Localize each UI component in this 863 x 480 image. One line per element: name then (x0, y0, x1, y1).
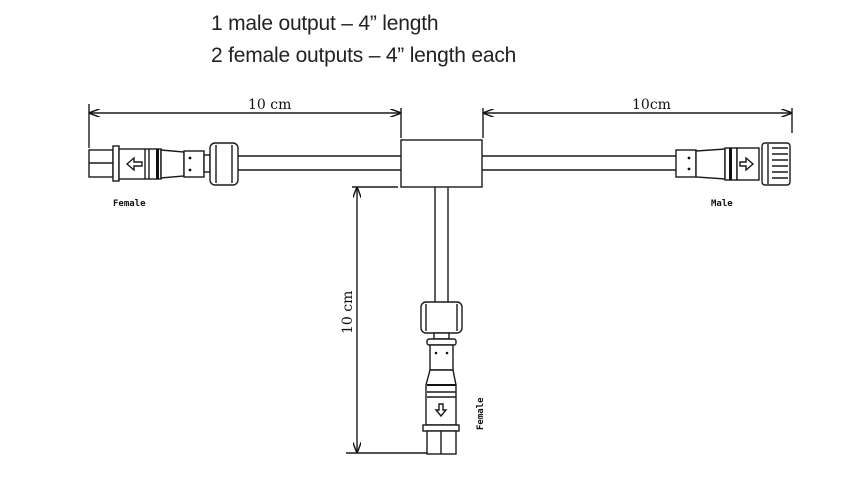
dimension-right-label: 10cm (632, 97, 671, 113)
arrow-right-icon (739, 156, 755, 172)
dimension-bottom: 10 cm (340, 186, 428, 454)
dimension-left-label: 10 cm (248, 97, 291, 113)
bottom-female-connector (420, 301, 463, 455)
cables (238, 155, 676, 302)
arrow-left-icon (125, 156, 143, 172)
dimension-left: 10 cm (88, 97, 402, 148)
junction-box (400, 139, 483, 188)
left-female-connector (88, 142, 239, 186)
bottom-connector-label: Female (476, 397, 486, 430)
left-connector-label: Female (113, 199, 146, 209)
dimension-right: 10cm (482, 97, 793, 138)
arrow-down-icon (434, 403, 448, 418)
dimension-bottom-label: 10 cm (340, 291, 356, 334)
right-connector-label: Male (711, 199, 733, 209)
caption-line-2: 2 female outputs – 4” length each (211, 44, 517, 67)
right-male-connector (675, 142, 791, 186)
caption-line-1: 1 male output – 4” length (211, 12, 439, 35)
